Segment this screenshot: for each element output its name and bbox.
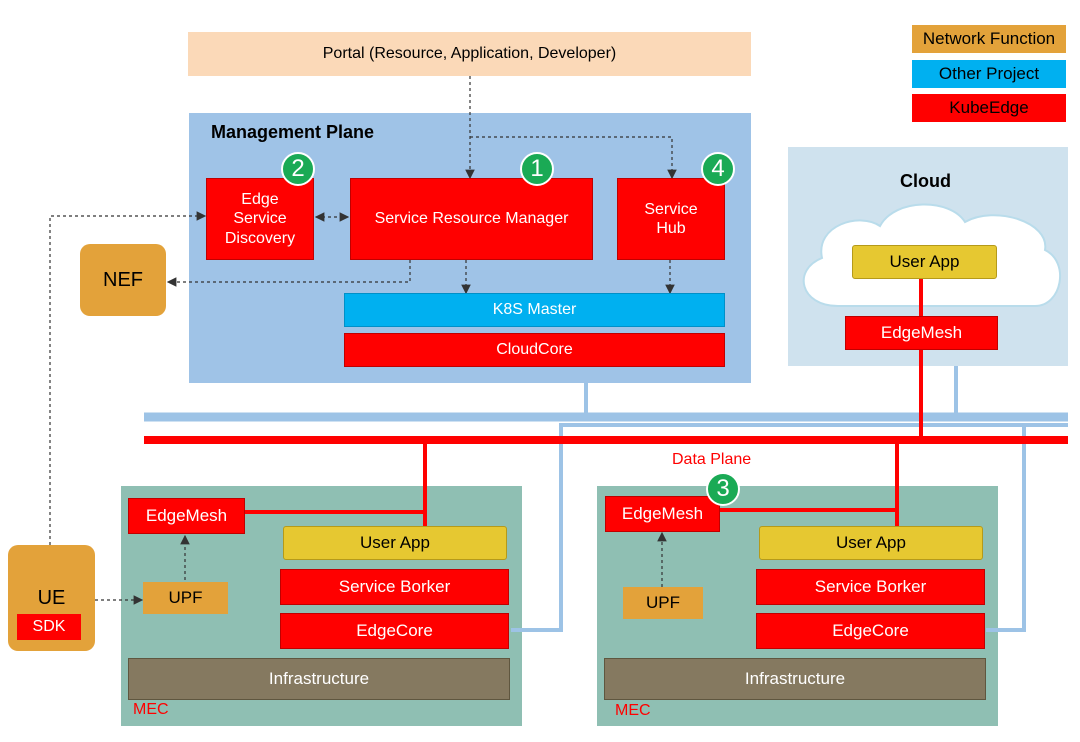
- k8s-master: K8S Master: [344, 293, 725, 327]
- nef: NEF: [80, 244, 166, 316]
- mec-left-edgecore: EdgeCore: [280, 613, 509, 649]
- mec-left-label: MEC: [133, 701, 169, 718]
- service-hub: Service Hub: [617, 178, 725, 260]
- step-3-badge: 3: [706, 472, 740, 506]
- step-4-badge: 4: [701, 152, 735, 186]
- mec-right-edgecore: EdgeCore: [756, 613, 985, 649]
- mec-right-label: MEC: [615, 702, 651, 719]
- mec-right-user-app: User App: [759, 526, 983, 560]
- edge-service-discovery: Edge Service Discovery: [206, 178, 314, 260]
- mec-right-upf: UPF: [623, 587, 703, 619]
- cloud-edgemesh: EdgeMesh: [845, 316, 998, 350]
- mec-right-edgemesh: EdgeMesh: [605, 496, 720, 532]
- cloud-user-app: User App: [852, 245, 997, 279]
- portal-bar: [188, 32, 751, 76]
- data-plane-label: Data Plane: [672, 451, 752, 468]
- service-resource-manager: Service Resource Manager: [350, 178, 593, 260]
- cloudcore: CloudCore: [344, 333, 725, 367]
- portal-label: Portal (Resource, Application, Developer…: [322, 45, 617, 62]
- mec-left-infrastructure: Infrastructure: [128, 658, 510, 700]
- legend-network-function: Network Function: [912, 25, 1066, 53]
- mec-left-upf: UPF: [143, 582, 228, 614]
- ue-label: UE: [37, 587, 66, 609]
- step-1-badge: 1: [520, 152, 554, 186]
- management-plane-title: Management Plane: [211, 122, 375, 142]
- mec-left-user-app: User App: [283, 526, 507, 560]
- ue-sdk: SDK: [17, 614, 81, 640]
- step-2-badge: 2: [281, 152, 315, 186]
- mec-left-service-broker: Service Borker: [280, 569, 509, 605]
- legend-other-project: Other Project: [912, 60, 1066, 88]
- mec-right-infrastructure: Infrastructure: [604, 658, 986, 700]
- mec-right-service-broker: Service Borker: [756, 569, 985, 605]
- cloud-title: Cloud: [900, 171, 951, 191]
- legend-kubeedge: KubeEdge: [912, 94, 1066, 122]
- mec-left-edgemesh: EdgeMesh: [128, 498, 245, 534]
